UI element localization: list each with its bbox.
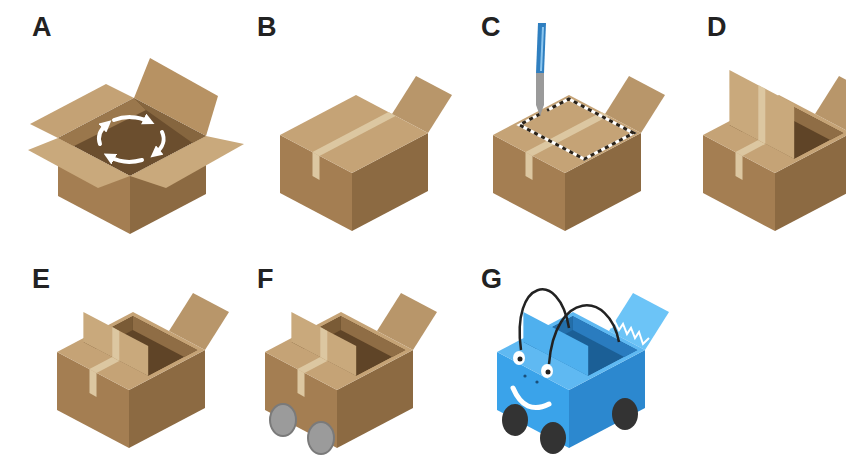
seat-back [291, 312, 356, 376]
wheel [612, 398, 638, 430]
open-box [28, 58, 244, 234]
box-flap [130, 136, 244, 188]
panel-letter: E [32, 266, 50, 293]
box-flap [28, 138, 130, 188]
car-box [497, 289, 669, 454]
box-top [265, 312, 413, 390]
wheel [502, 404, 528, 436]
tape-strip [112, 327, 119, 361]
cut-box [493, 23, 665, 231]
tape-strip [526, 152, 533, 180]
nostril [523, 374, 526, 377]
cut-line [519, 99, 633, 159]
tape-strip [736, 152, 743, 180]
box-inner-wall [58, 98, 146, 148]
tape-strip [298, 357, 328, 373]
turn-arrow [114, 117, 148, 121]
tape-strip [313, 152, 320, 180]
antenna-wire [549, 305, 619, 364]
knife-handle [540, 27, 544, 71]
seat-back [729, 70, 794, 159]
knife-blade [536, 73, 544, 116]
tape-strip [90, 369, 97, 397]
panel-letter: C [481, 14, 501, 41]
box-top [280, 95, 428, 173]
turn-arrow [156, 132, 164, 153]
tape-strip [758, 85, 765, 144]
knife-handle [536, 23, 546, 73]
opened-box [703, 70, 846, 231]
box-top [57, 312, 205, 390]
seat-back [83, 312, 148, 376]
taped-box [280, 76, 452, 231]
wheeled-box [265, 293, 437, 454]
panel-letter: A [32, 14, 52, 41]
eye [513, 351, 525, 365]
box-top [493, 95, 641, 173]
tape-strip [320, 327, 327, 361]
seat-back [523, 312, 588, 376]
tape-strip [90, 357, 120, 373]
turn-arrow [99, 125, 106, 144]
turn-arrow [110, 157, 142, 162]
wheel [308, 422, 334, 454]
panel-letter: F [257, 266, 274, 293]
tape-strip [736, 140, 766, 156]
tape-strip [298, 369, 305, 397]
pupil [518, 357, 523, 362]
wheel [540, 422, 566, 454]
panel-letter: B [257, 14, 277, 41]
tape-strip [313, 112, 396, 156]
nostril [535, 380, 538, 383]
cut-line [519, 99, 633, 159]
seat-box [57, 293, 229, 448]
wheel [270, 404, 296, 436]
pupil [546, 370, 551, 375]
panel-letter: D [707, 14, 727, 41]
eye [541, 364, 553, 378]
panel-letter: G [481, 266, 502, 293]
